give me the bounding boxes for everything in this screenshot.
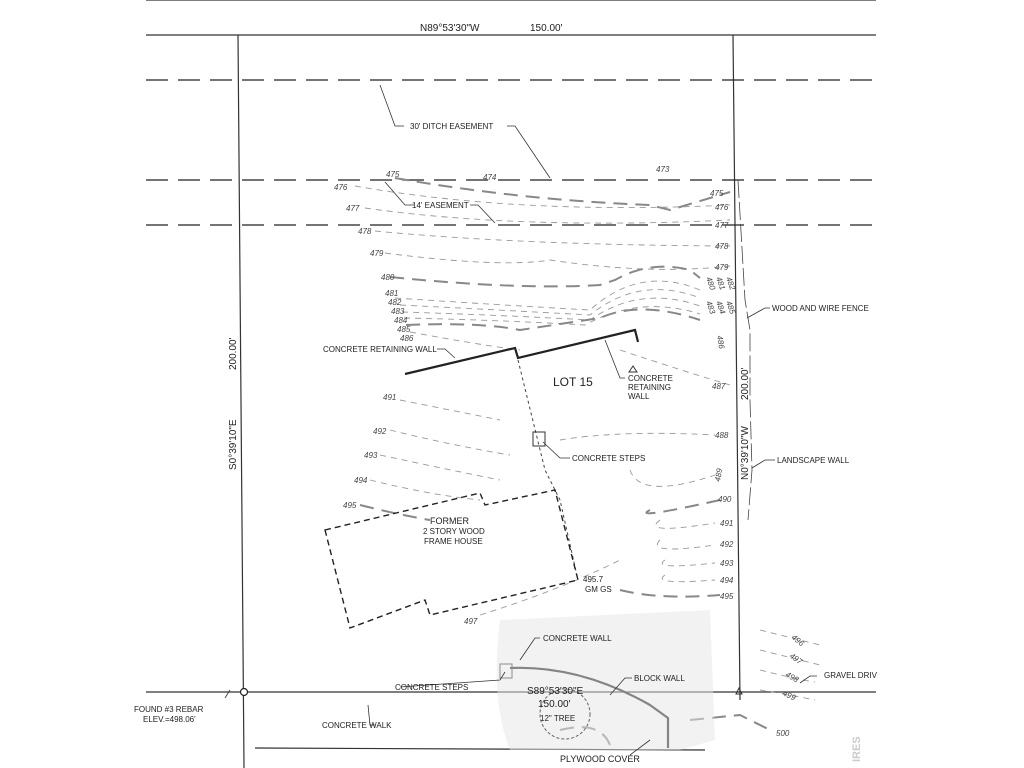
- west-distance: 200.00': [228, 337, 239, 370]
- contour-label: 485: [724, 300, 737, 316]
- west-bearing: S0°39'10"E: [228, 419, 239, 470]
- contour-label: 478: [715, 242, 729, 251]
- retaining-wall-label: CONCRETE RETAINING WALL: [323, 345, 437, 354]
- concrete-steps-lower-label: CONCRETE STEPS: [395, 683, 468, 692]
- contour-label: 476: [334, 183, 348, 192]
- south-distance: 150.00': [538, 699, 571, 710]
- contour-label: 496: [790, 633, 806, 649]
- watermark: IRES: [851, 736, 863, 762]
- rebar-marker: [239, 687, 249, 697]
- contour-label: 491: [383, 393, 396, 402]
- contour-label: 490: [718, 495, 732, 504]
- north-bearing: N89°53'30"W: [420, 23, 480, 34]
- contour-label: 489: [713, 467, 724, 482]
- tree-label: 12" TREE: [540, 714, 575, 723]
- contour-label: 475: [710, 189, 724, 198]
- contour-label: 479: [715, 263, 729, 272]
- contour-label: 494: [354, 476, 368, 485]
- leader-lines: [224, 84, 817, 756]
- east-distance: 200.00': [740, 367, 751, 400]
- contour-label: 482: [388, 298, 402, 307]
- control-point-icon: [735, 686, 743, 695]
- wood-fence-label: WOOD AND WIRE FENCE: [772, 304, 869, 313]
- contour-label: 494: [720, 576, 734, 585]
- south-bearing: S89°53'30"E: [527, 686, 583, 697]
- spot-elevation: 495.7: [583, 575, 604, 584]
- rebar-elevation: ELEV.=498.06': [143, 715, 196, 724]
- contour-label: 487: [712, 382, 726, 391]
- contour-label: 477: [715, 221, 729, 230]
- walkway: [517, 359, 579, 581]
- contour-label: 476: [715, 203, 729, 212]
- contour-label: 481: [714, 276, 727, 292]
- concrete-retaining-wall: [404, 328, 640, 376]
- contour-label: 499: [781, 689, 797, 703]
- east-bearing: N0°39'10"W: [740, 426, 751, 480]
- house-label-3: FRAME HOUSE: [424, 537, 483, 546]
- contour-labels-south: 496 497 498 499 500: [776, 633, 806, 738]
- contour-label: 480: [704, 276, 717, 292]
- block-wall-label: BLOCK WALL: [634, 674, 685, 683]
- contour-label: 484: [714, 300, 727, 316]
- contour-label: 482: [724, 276, 737, 292]
- contour-label: 481: [385, 289, 398, 298]
- contour-label: 498: [784, 670, 801, 685]
- contour-label: 492: [373, 427, 387, 436]
- former-house-outline: [324, 489, 579, 629]
- contour-label: 473: [656, 165, 670, 174]
- contour-label: 500: [776, 729, 790, 738]
- property-boundary: [146, 0, 876, 768]
- retaining-wall-label-3: WALL: [628, 392, 650, 401]
- retaining-wall-label-1: CONCRETE: [628, 374, 673, 383]
- contour-label: 475: [386, 170, 400, 179]
- rebar-label: FOUND #3 REBAR: [134, 705, 204, 714]
- contour-label: 493: [720, 559, 734, 568]
- easement-lines: [146, 79, 876, 226]
- contour-label: 483: [391, 307, 405, 316]
- wood-wire-fence: [737, 179, 753, 521]
- east-line: [732, 34, 741, 701]
- gravel-drive-label: GRAVEL DRIV: [824, 671, 878, 680]
- concrete-steps-label: CONCRETE STEPS: [572, 454, 645, 463]
- contour-label: 485: [397, 325, 411, 334]
- west-line: [237, 34, 245, 768]
- spot-elevation-note: GM GS: [585, 585, 612, 594]
- tree-symbol: [539, 688, 591, 740]
- concrete-walk-label: CONCRETE WALK: [322, 721, 392, 730]
- contour-label: 474: [483, 173, 497, 182]
- contour-label: 495: [720, 592, 734, 601]
- contour-label: 483: [704, 300, 717, 316]
- contour-label: 492: [720, 540, 734, 549]
- gravel-area: [496, 610, 715, 750]
- concrete-steps-upper: [532, 431, 546, 447]
- contour-label: 491: [720, 519, 733, 528]
- contour-label: 479: [370, 249, 384, 258]
- contour-label: 497: [464, 617, 478, 626]
- house-label-1: FORMER: [430, 516, 469, 526]
- contour-label: 486: [400, 334, 414, 343]
- contour-lines: [354, 177, 821, 746]
- contour-labels-top: 474 473: [483, 165, 670, 182]
- retaining-wall-label-2: RETAINING: [628, 383, 671, 392]
- contour-label: 493: [364, 451, 378, 460]
- contour-label: 484: [394, 316, 408, 325]
- landscape-wall-label: LANDSCAPE WALL: [777, 456, 850, 465]
- contour-label: 480: [381, 273, 395, 282]
- contour-labels-right: 475 476 477 478 479 480 481 482 483 484 …: [704, 189, 737, 601]
- easement-14-label: 14' EASEMENT: [412, 201, 469, 210]
- control-point-icon: [628, 365, 638, 373]
- contour-label: 497: [788, 651, 805, 666]
- contour-labels-left: 475 476 477 478 479 480 481 482 483 484 …: [334, 170, 478, 626]
- ditch-easement-label: 30' DITCH EASEMENT: [410, 122, 493, 131]
- house-label-2: 2 STORY WOOD: [423, 527, 485, 536]
- contour-label: 486: [715, 335, 726, 350]
- contour-label: 495: [343, 501, 357, 510]
- contour-label: 488: [715, 431, 729, 440]
- contour-label: 478: [358, 227, 372, 236]
- concrete-wall-label: CONCRETE WALL: [543, 634, 612, 643]
- contour-label: 477: [346, 204, 360, 213]
- plywood-cover-label: PLYWOOD COVER: [560, 754, 640, 764]
- lot-label: LOT 15: [553, 375, 593, 389]
- north-distance: 150.00': [530, 23, 563, 34]
